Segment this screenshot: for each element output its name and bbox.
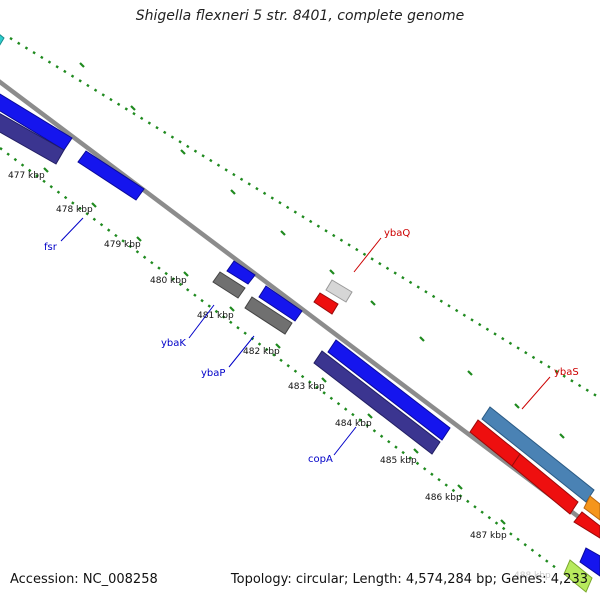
tick-label: 480 kbp [150,276,187,286]
tick-label: 477 kbp [8,171,45,181]
tick-label: 484 kbp [335,419,372,429]
gene-reverse-navy-2[interactable] [313,350,441,455]
gene-label-ybaQ[interactable]: ybaQ [384,228,410,239]
ybaS-leader [521,376,551,410]
inner-tick [136,236,142,242]
gene-red-4[interactable] [573,511,600,539]
inner-tick [457,484,463,490]
tick-label: 479 kbp [104,240,141,250]
gene-ybaK[interactable] [226,260,256,285]
outer-tick [559,433,565,439]
outer-tick [514,403,520,409]
inner-tick [275,343,281,349]
label-leaders [60,217,551,456]
dotted-tracks [0,36,600,569]
accession-label: Accession: NC_008258 [10,572,158,587]
outer-tick [79,62,85,68]
tick-labels: 477 kbp 478 kbp 479 kbp 480 kbp 481 kbp … [8,171,551,581]
outer-tick [280,230,286,236]
inner-tick [500,519,506,525]
gene-ybaS[interactable] [481,406,595,503]
gene-blue-edge[interactable] [579,547,600,577]
gene-gray-1[interactable] [212,271,246,299]
gene-label-ybaP[interactable]: ybaP [201,368,225,379]
inner-tick [183,271,189,277]
tick-label: 481 kbp [197,311,234,321]
genome-backbone [0,79,600,535]
outer-tick [329,269,335,275]
gene-red-1[interactable] [313,292,339,315]
gene-copA[interactable] [327,339,451,441]
outer-tick [230,189,236,195]
gene-lime[interactable] [563,559,593,593]
gene-fsr[interactable] [77,150,145,201]
outer-dotted-track [9,36,600,400]
inner-tick [229,306,235,312]
gene-reverse-navy[interactable] [0,108,65,165]
outer-tick [467,370,473,376]
gene-label-ybaS[interactable]: ybaS [554,367,579,378]
copA-leader [333,426,357,456]
tick-label: 487 kbp [470,531,507,541]
tick-label: 483 kbp [288,382,325,392]
inner-tick [321,377,327,383]
inner-tick [367,413,373,419]
gene-gray-2[interactable] [244,296,293,335]
outer-tick-marks [79,62,565,439]
outer-tick [419,336,425,342]
inner-tick-marks [43,167,506,525]
gene-orange[interactable] [583,495,600,521]
gene-label-fsr[interactable]: fsr [44,242,58,253]
gene-label-ybaK[interactable]: ybaK [161,338,186,349]
gene-ybaP[interactable] [258,285,303,322]
outer-tick [180,149,186,155]
inner-tick [413,448,419,454]
ybaK-leader [188,304,215,339]
gene-red-3[interactable] [511,453,579,515]
inner-tick [43,167,49,173]
fsr-leader [60,217,84,242]
inner-tick [91,202,97,208]
gene-ybaQ[interactable] [325,279,353,303]
gene-cyan[interactable] [0,30,5,48]
tick-label-faded: 488 kbp [514,571,551,581]
gene-labels: fsr ybaK ybaP copA ybaQ ybaS [44,228,579,465]
outer-tick [370,300,376,306]
gene-label-copA[interactable]: copA [308,454,333,465]
tick-label: 485 kbp [380,456,417,466]
ybaP-leader [228,335,255,368]
outer-tick [130,105,136,111]
map-title: Shigella flexneri 5 str. 8401, complete … [135,8,465,24]
genome-summary: Topology: circular; Length: 4,574,284 bp… [230,572,588,587]
ybaQ-leader [353,237,382,273]
tick-label: 482 kbp [243,347,280,357]
tick-label: 486 kbp [425,493,462,503]
tick-label: 478 kbp [56,205,93,215]
